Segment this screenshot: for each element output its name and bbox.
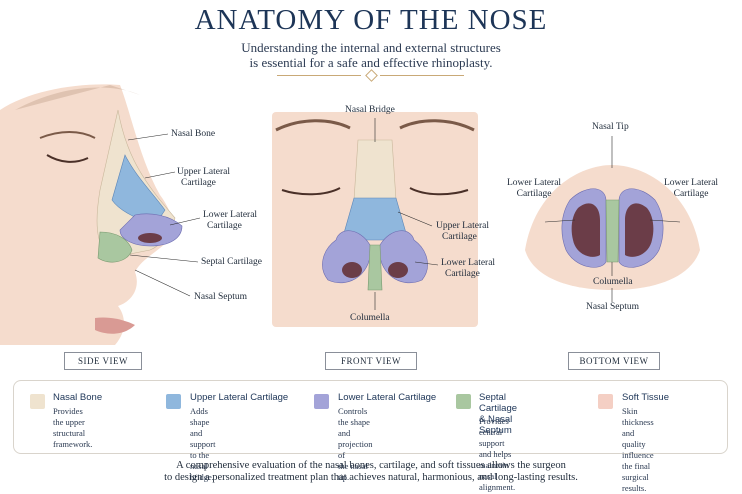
legend-desc: Adds shape and support to the nasal brid… [190,406,216,482]
side-label-nasal-septum: Nasal Septum [194,292,248,302]
footer-line-2: to design a personalized treatment plan … [164,472,578,483]
bottom-label-lower-lateral-right-line1: Lower Lateral [664,178,719,188]
title-divider-right [380,75,464,76]
legend-swatch-nasal-bone [30,394,45,409]
legend-desc: Skin thickness and quality influence the… [622,406,654,493]
nose-anatomy-illustrations [0,84,700,345]
front-label-upper-lateral-line2: Cartilage [442,232,477,242]
bottom-label-columella: Columella [593,277,633,287]
legend-desc: Controls the shape and projection of the… [338,406,373,482]
bottom-label-nasal-tip: Nasal Tip [592,122,629,132]
legend-swatch-septal [456,394,471,409]
legend-title: Soft Tissue [622,392,669,403]
side-label-lower-lateral: Lower Lateral Cartilage [203,210,257,232]
legend-title: Lower Lateral Cartilage [338,392,437,403]
legend-title: Upper Lateral Cartilage [190,392,289,403]
front-label-lower-lateral: Lower Lateral Cartilage [441,258,495,280]
tab-front-view[interactable]: FRONT VIEW [325,352,417,370]
front-label-nasal-bridge: Nasal Bridge [345,105,395,115]
side-label-lower-lateral-line2: Cartilage [207,221,242,231]
page-subtitle: Understanding the internal and external … [0,40,742,70]
subtitle-line-1: Understanding the internal and external … [241,40,501,55]
side-label-upper-lateral-line1: Upper Lateral [177,167,231,177]
page-title: ANATOMY OF THE NOSE [194,4,548,36]
side-label-upper-lateral: Upper Lateral Cartilage [177,167,230,189]
bottom-label-lower-lateral-left: Lower Lateral Cartilage [507,178,561,200]
legend-swatch-upper-lateral [166,394,181,409]
footer-text: A comprehensive evaluation of the nasal … [0,460,742,484]
tab-side-view[interactable]: SIDE VIEW [64,352,142,370]
bottom-label-lower-lateral-right: Lower Lateral Cartilage [664,178,718,200]
front-view-illustration [272,112,478,327]
subtitle-line-2: is essential for a safe and effective rh… [249,55,493,70]
bottom-label-lower-lateral-right-line2: Cartilage [673,189,709,199]
side-label-septal-cartilage: Septal Cartilage [201,257,262,267]
side-label-nasal-bone: Nasal Bone [171,129,216,139]
front-label-lower-lateral-line1: Lower Lateral [441,258,496,268]
front-label-upper-lateral-line1: Upper Lateral [436,221,490,231]
bottom-view-illustration [525,136,700,302]
legend-swatch-soft-tissue [598,394,613,409]
legend-swatch-lower-lateral [314,394,329,409]
legend-title: Septal Cartilage & Nasal Septum [479,392,518,436]
legend-desc: Provides central support and helps maint… [479,416,516,492]
bottom-label-nasal-septum: Nasal Septum [586,302,640,312]
front-label-columella: Columella [350,313,390,323]
side-label-lower-lateral-line1: Lower Lateral [203,210,258,220]
side-view-illustration [0,84,201,345]
front-label-lower-lateral-line2: Cartilage [445,269,480,279]
side-label-upper-lateral-line2: Cartilage [181,178,216,188]
tab-bottom-view[interactable]: BOTTOM VIEW [568,352,660,370]
title-divider-left [277,75,361,76]
front-label-upper-lateral: Upper Lateral Cartilage [436,221,489,243]
footer-line-1: A comprehensive evaluation of the nasal … [176,460,566,471]
bottom-label-lower-lateral-left-line2: Cartilage [516,189,552,199]
legend-title: Nasal Bone [53,392,103,403]
legend-box [13,380,728,454]
legend-desc: Provides the upper structural framework. [53,406,93,449]
bottom-label-lower-lateral-left-line1: Lower Lateral [507,178,562,188]
